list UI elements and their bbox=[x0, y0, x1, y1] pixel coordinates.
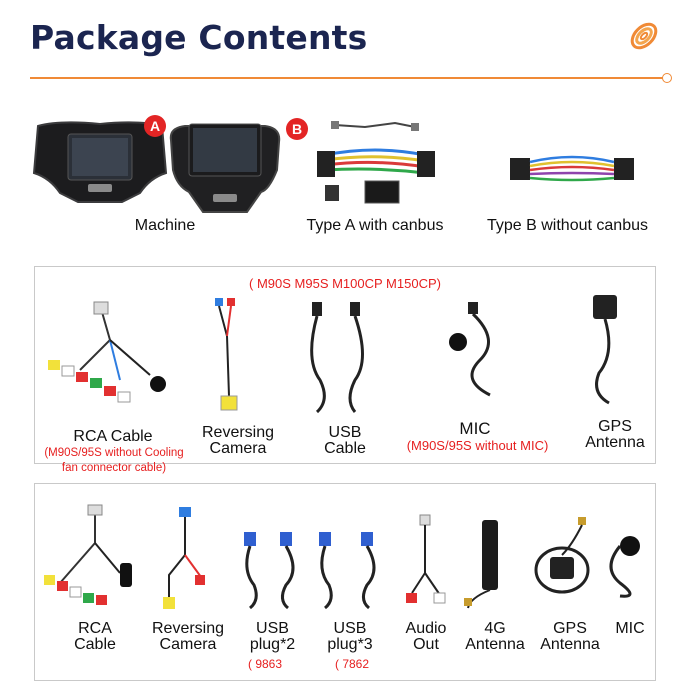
rca-cable-2-label-1: RCA bbox=[78, 620, 112, 637]
reversing-camera-2-label-2: Camera bbox=[159, 636, 217, 653]
audio-out-label-2: Out bbox=[413, 636, 439, 653]
page-title: Package Contents bbox=[30, 18, 368, 57]
rca-cable-image bbox=[40, 300, 180, 423]
mic-image bbox=[440, 300, 520, 405]
usb-plug-3-label-2: plug*3 bbox=[327, 636, 373, 653]
machine-label: Machine bbox=[134, 217, 196, 234]
type-b-harness-image bbox=[500, 148, 640, 198]
badge-a: A bbox=[144, 115, 166, 137]
mic-2-image bbox=[600, 528, 650, 603]
gps-antenna-2-label-2: Antenna bbox=[540, 636, 600, 653]
type-a-label: Type A with canbus bbox=[306, 217, 444, 234]
machine-a-image bbox=[30, 118, 170, 213]
reversing-camera-2-image bbox=[155, 505, 215, 620]
usb-plug-3-note: ( 7862 bbox=[334, 657, 370, 671]
4g-antenna-label-2: Antenna bbox=[465, 636, 525, 653]
header-divider bbox=[30, 77, 666, 79]
reversing-camera-cable-image bbox=[205, 296, 255, 426]
reversing-camera-label-2: Camera bbox=[209, 440, 267, 457]
rca-cable-2-label-2: Cable bbox=[74, 636, 116, 653]
machine-b-image bbox=[165, 120, 285, 220]
usb-plug-2-image bbox=[240, 530, 305, 615]
mic-label: MIC bbox=[459, 419, 491, 438]
usb-plug-2-label-2: plug*2 bbox=[249, 636, 296, 653]
mic-2-label: MIC bbox=[615, 620, 645, 637]
usb-plug-3-image bbox=[315, 530, 390, 615]
usb-plug-2-label-1: USB bbox=[256, 620, 289, 637]
reversing-camera-2-label-1: Reversing bbox=[151, 620, 225, 637]
gps-antenna-2-label-1: GPS bbox=[553, 620, 587, 637]
gps-antenna-label-2: Antenna bbox=[585, 434, 645, 451]
usb-cable-label-1: USB bbox=[328, 424, 362, 441]
4g-antenna-label-1: 4G bbox=[484, 620, 506, 637]
usb-cable-label-2: Cable bbox=[324, 440, 366, 457]
usb-plug-3-label-1: USB bbox=[333, 620, 367, 637]
type-b-label: Type B without canbus bbox=[487, 217, 648, 234]
usb-plug-2-note: ( 9863 bbox=[247, 657, 283, 671]
4g-antenna-image bbox=[460, 518, 520, 613]
gps-antenna-label-1: GPS bbox=[598, 418, 632, 435]
audio-out-image bbox=[400, 513, 455, 618]
type-a-harness-image bbox=[305, 115, 445, 220]
divider-end-dot bbox=[662, 73, 672, 83]
rca-cable-note-1: (M90S/95S without Cooling bbox=[44, 447, 184, 459]
rca-cable-label: RCA Cable bbox=[73, 428, 153, 445]
rca-cable-2-image bbox=[40, 503, 140, 618]
mic-note: (M90S/95S without MIC) bbox=[406, 438, 549, 453]
models-note: ( M90S M95S M100CP M150CP) bbox=[249, 276, 441, 291]
usb-cable-image bbox=[300, 300, 380, 425]
badge-b: B bbox=[286, 118, 308, 140]
gps-antenna-image bbox=[585, 293, 635, 413]
rca-cable-note-2: fan connector cable) bbox=[61, 462, 167, 474]
accessories-box-2 bbox=[34, 483, 656, 681]
audio-out-label-1: Audio bbox=[405, 620, 447, 637]
reversing-camera-label-1: Reversing bbox=[201, 424, 275, 441]
orange-coil-icon bbox=[626, 18, 662, 59]
gps-antenna-2-image bbox=[532, 515, 602, 610]
